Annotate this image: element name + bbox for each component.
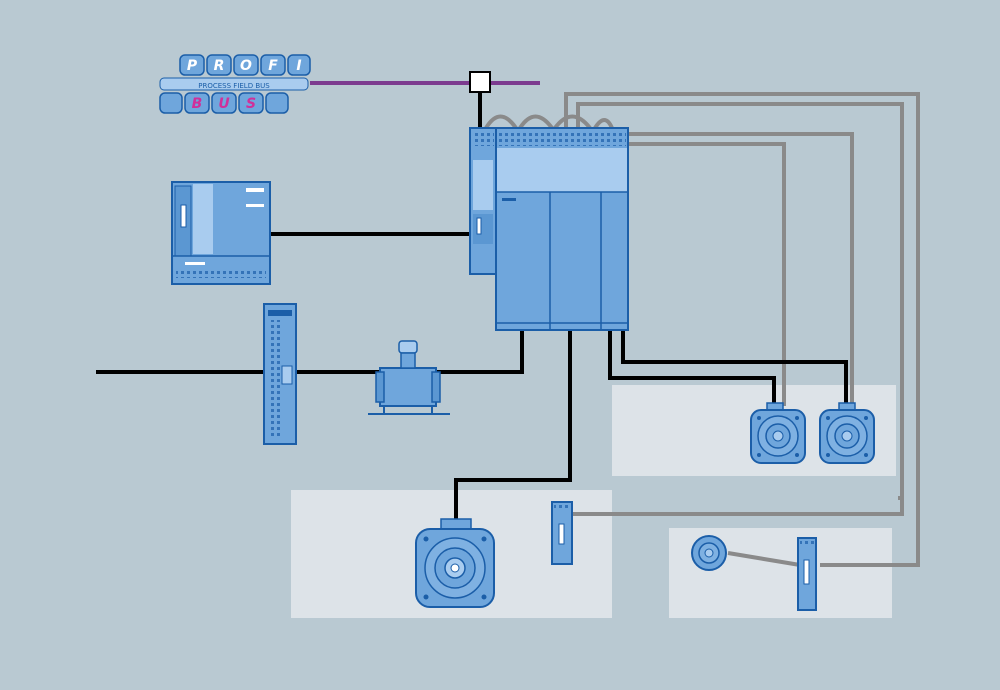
- encoder-module-2: [797, 537, 817, 611]
- logo-letter-o: O: [240, 58, 252, 74]
- logo-letter-r: R: [214, 58, 225, 74]
- logo-letter-i: I: [296, 58, 301, 74]
- profibus-logo: P R O F I PROCESS FIELD BUS B U S: [159, 54, 311, 114]
- servo-motor-2: [819, 402, 875, 464]
- logo-tagline-bar: [159, 77, 309, 91]
- logo-letter-p: P: [187, 58, 198, 74]
- bus-letter-boxes: [159, 92, 289, 114]
- bus-connector: [469, 71, 491, 93]
- small-motor: [691, 535, 727, 571]
- plc-controller: [171, 181, 271, 285]
- large-servo-motor: [415, 518, 495, 608]
- servo-motor-1: [750, 402, 806, 464]
- logo-letter-b: B: [192, 96, 203, 112]
- drive-line-module: [495, 127, 629, 331]
- encoder-module-1: [551, 501, 573, 565]
- line-reactor: [368, 340, 450, 415]
- encoder-cables: [484, 92, 920, 567]
- profi-letter-boxes: [179, 54, 311, 76]
- power-cables: [96, 92, 848, 522]
- line-filter: [263, 303, 297, 445]
- logo-letter-u: U: [218, 96, 230, 112]
- drive-motor-modules: [496, 192, 628, 330]
- drive-control-unit: [469, 127, 497, 275]
- logo-tagline: PROCESS FIELD BUS: [198, 82, 270, 90]
- logo-letter-f: F: [268, 58, 278, 74]
- logo-letter-s: S: [246, 96, 256, 112]
